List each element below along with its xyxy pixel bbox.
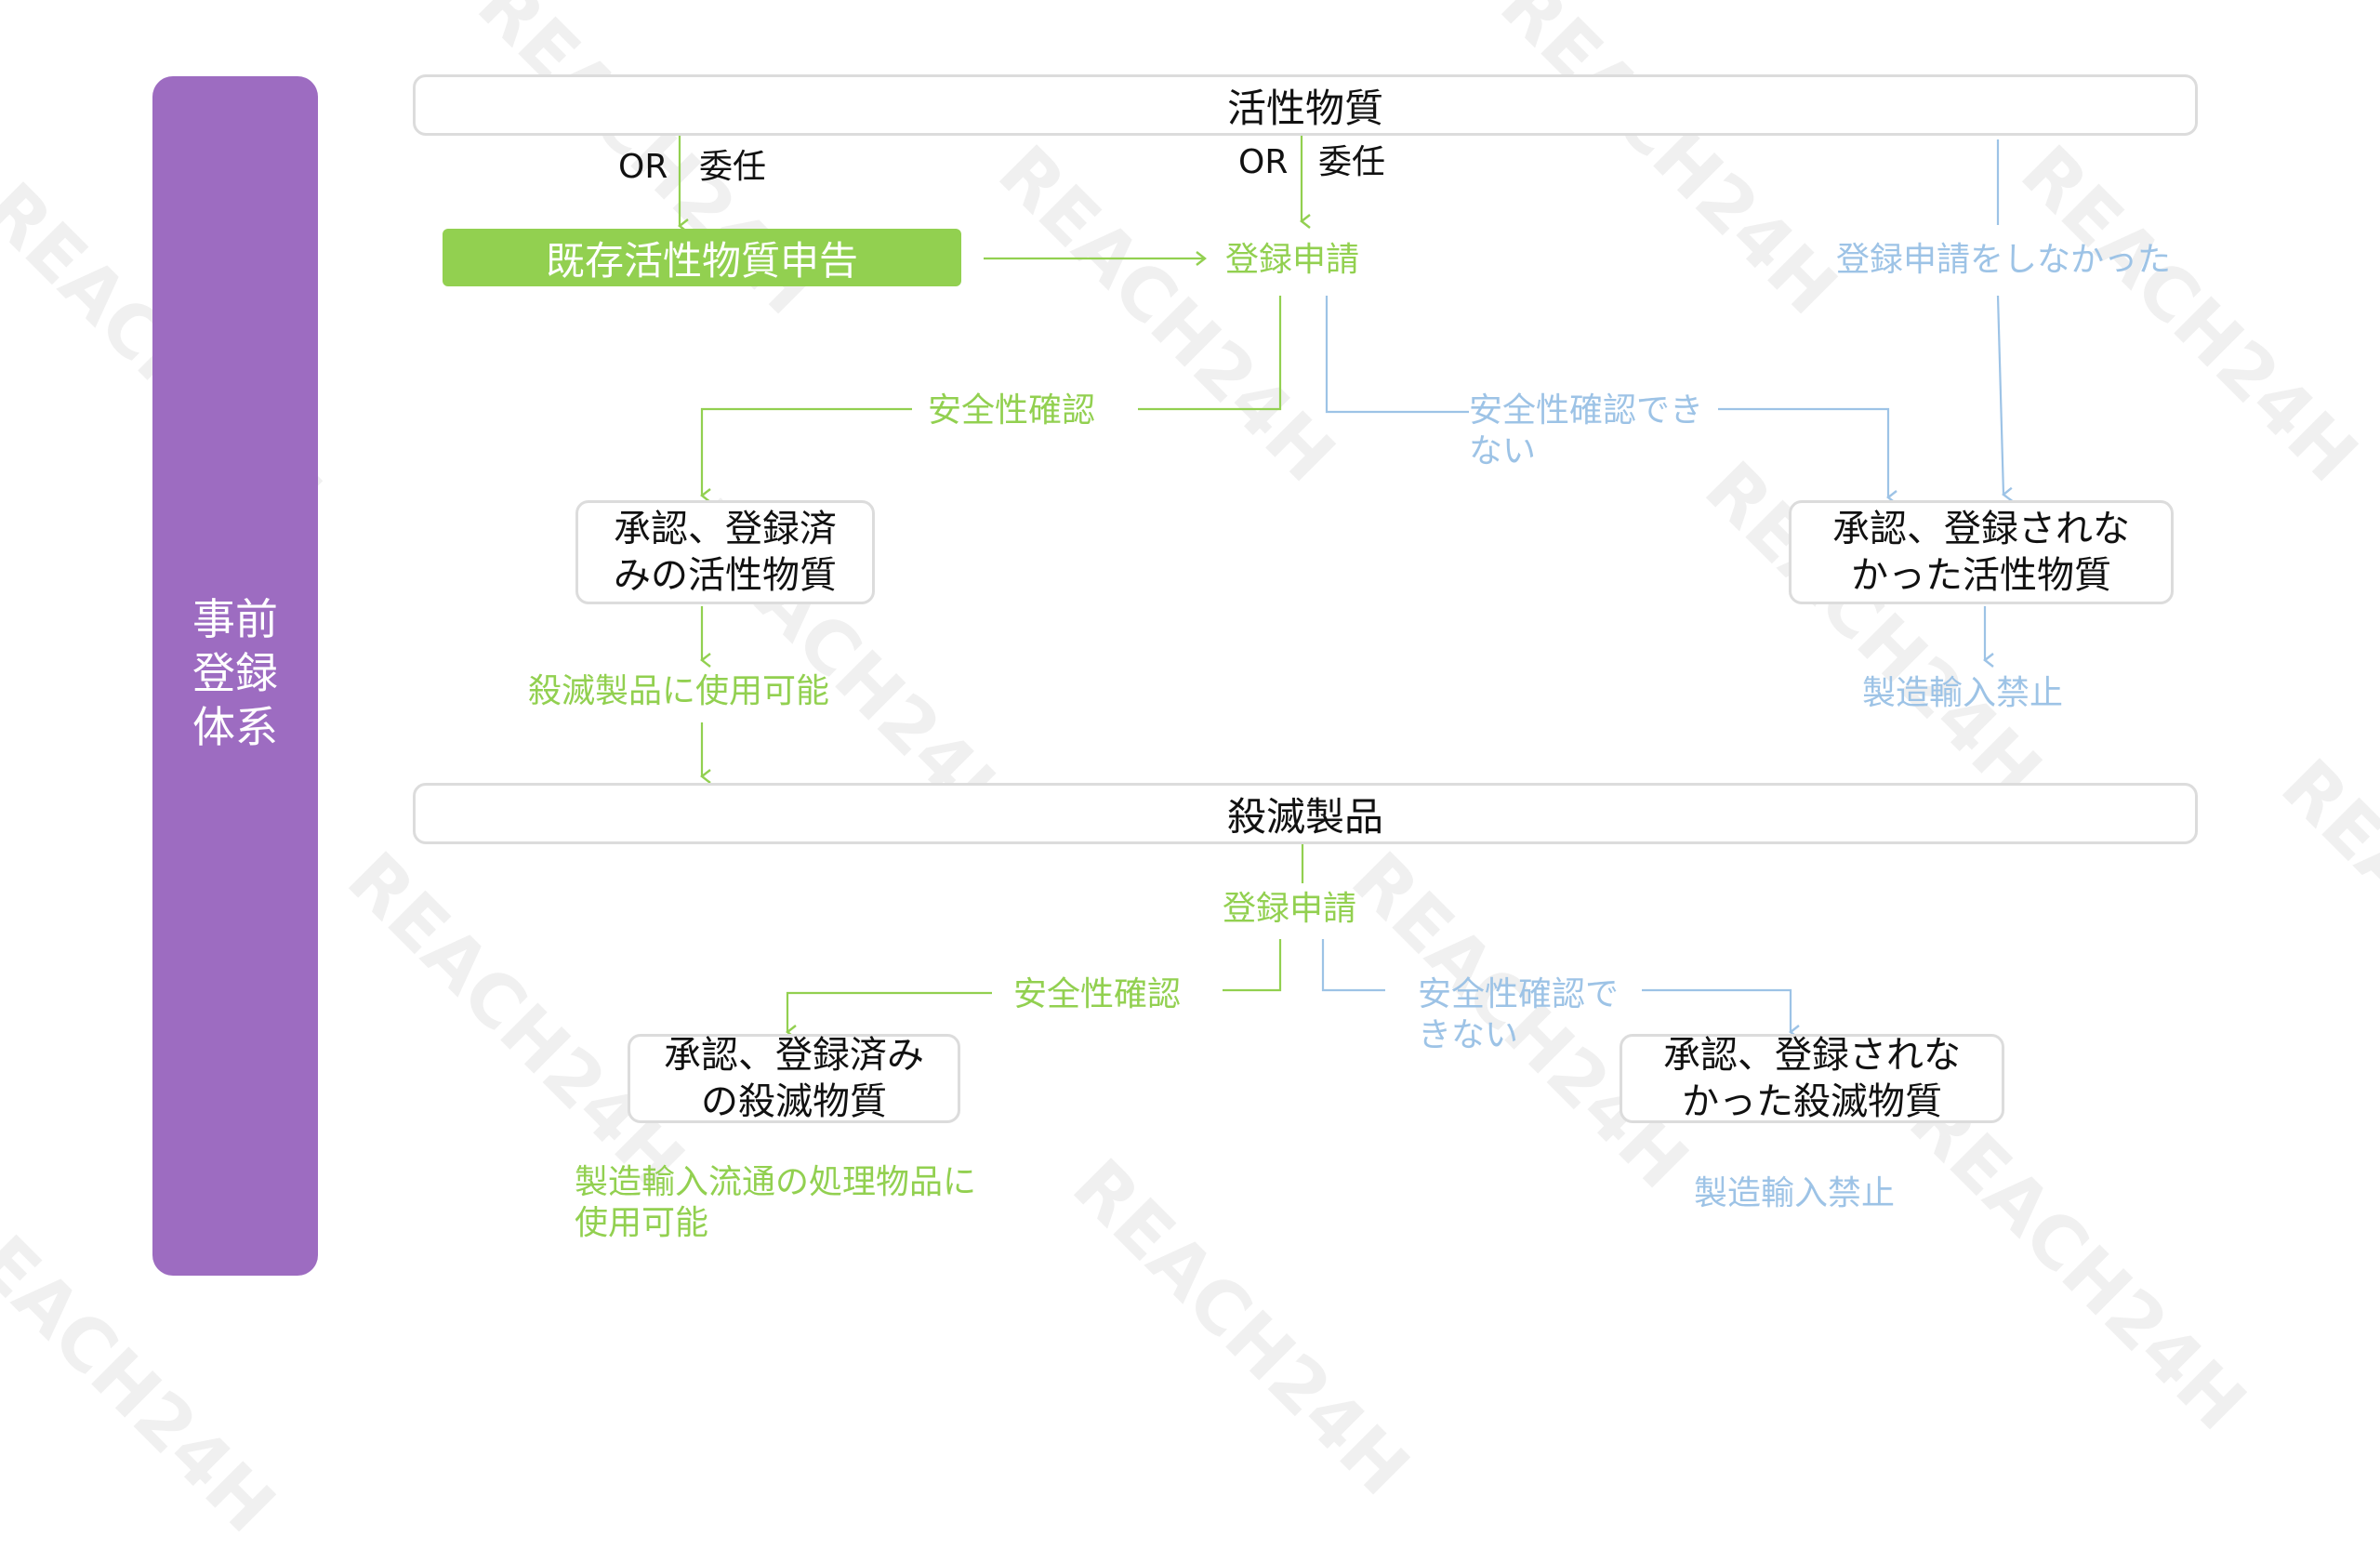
product-registration-application-label: 登録申請: [1223, 890, 1357, 928]
existing-declaration-label: 既存活性物質申告: [545, 237, 858, 284]
mandate-label-center: 委任: [1318, 143, 1386, 181]
connector-line: [1325, 296, 1469, 414]
connector-line: [1996, 295, 2013, 502]
connector-line: [1223, 939, 1282, 992]
connector-line: [700, 407, 912, 503]
usable-in-biocidal-products-label: 殺滅製品に使用可能: [528, 672, 830, 710]
or-label-left: OR: [618, 148, 668, 186]
connector-line: [786, 991, 992, 1039]
rejected-active-substance-node: 承認、登録されな かった活性物質: [1789, 500, 2174, 604]
rejected-active-substance-label: 承認、登録されな かった活性物質: [1832, 508, 2130, 597]
active-substance-label: 活性物質: [1226, 85, 1383, 131]
connector-line: [1718, 407, 1897, 505]
biocidal-product-label: 殺滅製品: [1226, 793, 1383, 840]
product-safety-unconfirmed-label: 安全性確認で きない: [1418, 975, 1620, 1054]
mandate-label-left: 委任: [699, 148, 767, 186]
approved-active-substance-node: 承認、登録済 みの活性物質: [575, 500, 875, 604]
approved-active-substance-label: 承認、登録済 みの活性物質: [614, 508, 837, 597]
safety-confirmed-label: 安全性確認: [928, 391, 1096, 430]
or-label-center: OR: [1238, 143, 1289, 181]
pre-registration-system-band: 事前 登録 体系: [152, 76, 318, 1276]
approved-biocidal-substance-node: 承認、登録済み の殺滅物質: [628, 1034, 960, 1123]
registration-application-label: 登録申請: [1225, 241, 1360, 279]
approved-biocidal-substance-label: 承認、登録済み の殺滅物質: [664, 1034, 924, 1123]
connector-line: [1138, 296, 1282, 411]
existing-active-substance-declaration: 既存活性物質申告: [443, 229, 961, 286]
product-safety-confirmed-label: 安全性確認: [1013, 975, 1182, 1013]
product-manufacture-import-prohibited-label: 製造輸入禁止: [1694, 1174, 1896, 1212]
usable-in-treated-articles-label: 製造輸入流通の処理物品に 使用可能: [575, 1163, 977, 1242]
active-substance-bar: 活性物質: [413, 74, 2198, 136]
pre-registration-system-label: 事前 登録 体系: [192, 594, 278, 752]
connector-line: [1321, 939, 1385, 992]
manufacture-import-prohibited-label: 製造輸入禁止: [1862, 674, 2064, 712]
flow-connectors: [678, 135, 2013, 1039]
rejected-biocidal-substance-node: 承認、登録されな かった殺滅物質: [1620, 1034, 2004, 1123]
no-registration-application-label: 登録申請をしなかった: [1836, 241, 2172, 279]
connector-line: [1642, 988, 1800, 1039]
rejected-biocidal-substance-label: 承認、登録されな かった殺滅物質: [1663, 1034, 1961, 1123]
biocidal-product-bar: 殺滅製品: [413, 783, 2198, 844]
safety-unconfirmed-label: 安全性確認でき ない: [1469, 391, 1704, 470]
